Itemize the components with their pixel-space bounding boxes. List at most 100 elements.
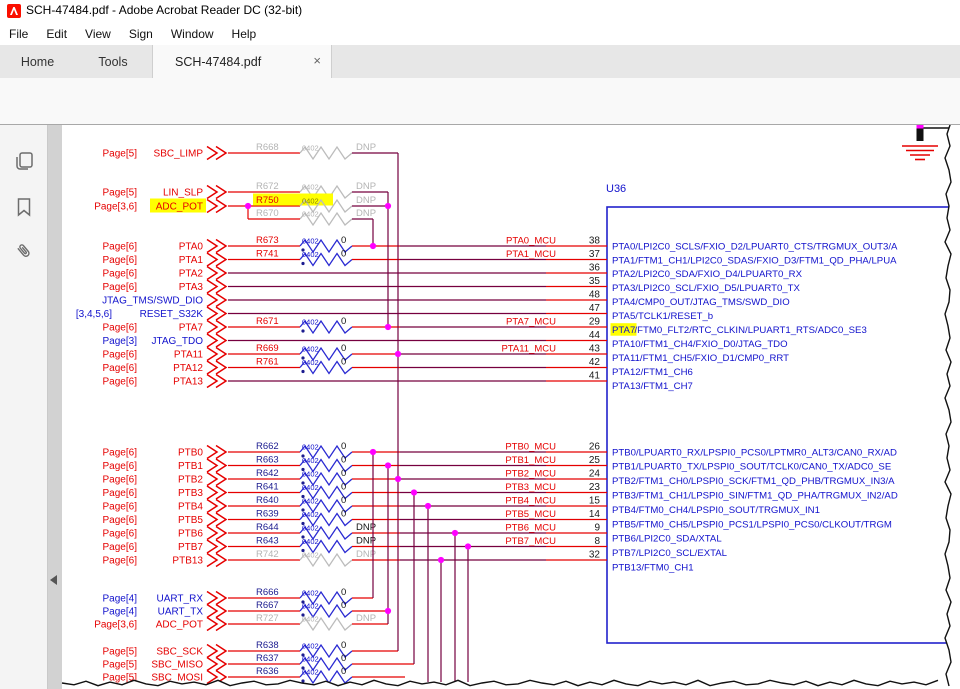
torn-edge-bottom [61,679,939,687]
resistor-symbol [299,643,353,659]
resistor-package: 0402 [302,358,319,367]
resistor-package: 0402 [302,250,319,259]
net-name: RESET_S32K [140,309,204,320]
menu-help[interactable]: Help [231,26,257,41]
junction-dot [384,462,392,469]
resistor-symbol [299,346,353,362]
resistor-symbol [299,590,353,606]
tab-document[interactable]: SCH-47484.pdf × [152,45,332,78]
net-name: ADC_POT [156,620,203,631]
net-name: PTB13 [172,556,203,567]
page-reference: Page[6] [103,242,138,253]
port-chevron-icon [206,498,228,514]
port-chevron-icon [206,265,228,281]
resistor-ref: R636 [256,666,279,677]
net-name: SBC_MISO [151,660,203,671]
resistor-value: DNP [356,522,376,533]
net-name: SBC_MOSI [151,673,203,684]
tab-bar: Home Tools SCH-47484.pdf × [0,45,960,79]
pin-number: 29 [589,317,601,328]
net-name: PTB4 [178,502,203,513]
resistor-value: 0 [341,640,346,651]
resistor-symbol [299,471,353,487]
port-chevron-icon [206,319,228,335]
resistor-ref: R667 [256,600,279,611]
port-chevron-icon [206,145,228,161]
port-chevron-icon [206,512,228,527]
resistor-ref: R750 [256,195,279,206]
pin-number: 35 [589,276,601,287]
junction-dot [437,556,445,564]
resistor-symbol [299,656,353,672]
pin-function: PTA2/LPI2C0_SDA/FXIO_D4/LPUART0_RX [612,269,803,280]
net-name: SBC_SCK [156,647,203,658]
menu-bar: File Edit View Sign Window Help [0,22,960,45]
sidebar-collapse-icon[interactable] [50,575,57,585]
pin-function-highlighted: PTA7 [612,325,635,336]
resistor-ref: R741 [256,249,279,260]
search-highlight [253,193,333,206]
resistor-pin1-dot [301,454,305,458]
pin-number: 37 [589,249,601,260]
junction-dot [244,202,252,210]
page-reference: Page[6] [103,323,138,334]
resistor-ref: R670 [256,208,279,219]
resistor-package: 0402 [302,615,319,624]
resistor-ref: R663 [256,455,279,466]
menu-sign[interactable]: Sign [128,26,153,41]
port-chevron-icon [206,444,228,460]
page-reference: Page[3,6] [94,202,137,213]
pin-function: PTA1/FTM1_CH1/LPI2C0_SDAS/FXIO_D3/FTM1_Q… [612,255,897,266]
page-reference: Page[5] [103,149,138,160]
mcu-net-label: PTB1_MCU [505,455,556,466]
resistor-pin1-dot [301,494,305,499]
attachments-icon[interactable] [13,240,35,262]
port-chevron-icon [206,346,228,362]
resistor-symbol [299,525,353,541]
mcu-net-label: PTA7_MCU [506,317,556,328]
resistor-pin1-dot [301,481,305,485]
resistor-value: 0 [341,495,346,506]
page-reference: Page[6] [103,448,138,459]
pin-function: PTB1/LPUART0_TX/LPSPI0_SOUT/TCLK0/CAN0_T… [612,462,891,473]
menu-window[interactable]: Window [170,26,214,41]
resistor-value: 0 [341,235,346,246]
page-reference: Page[6] [103,542,138,553]
page-reference: Page[6] [103,502,138,513]
tab-close-icon[interactable]: × [313,53,321,68]
resistor-package: 0402 [302,510,319,519]
page-thumbnails-icon[interactable] [13,150,35,172]
resistor-pin1-dot [301,329,305,333]
pin-function: PTA13/FTM1_CH7 [612,381,693,392]
ground-junction [916,125,924,129]
net-name: PTB0 [178,448,203,459]
menu-edit[interactable]: Edit [46,26,68,41]
menu-file[interactable]: File [9,26,29,41]
resistor-symbol [299,238,353,254]
pin-function: PTB5/FTM0_CH5/LPSPI0_PCS1/LPSPI0_PCS0/CL… [612,519,892,530]
menu-view[interactable]: View [85,26,111,41]
resistor-pin1-dot [301,679,305,683]
resistor-symbol [299,211,353,227]
net-name: JTAG_TMS/SWD_DIO [102,296,203,307]
net-name: PTA0 [179,242,204,253]
resistor-value: DNP [356,613,376,624]
resistor-value: 0 [341,249,346,260]
resistor-package: 0402 [302,470,319,479]
page-reference: Page[5] [103,660,138,671]
page-reference: Page[5] [103,188,138,199]
bookmarks-icon[interactable] [13,196,35,218]
resistor-package: 0402 [302,318,319,327]
tab-home-label: Home [20,54,55,69]
port-chevron-icon [206,643,228,659]
tab-home[interactable]: Home [0,45,75,78]
resistor-symbol [299,498,353,514]
junction-dot [369,448,377,456]
resistor-value: 0 [341,600,346,611]
junction-dot [410,489,418,496]
tab-tools[interactable]: Tools [75,45,151,78]
resistor-ref: R669 [256,343,279,354]
port-chevron-icon [206,458,228,473]
resistor-value: 0 [341,441,346,452]
net-name: UART_RX [157,594,204,605]
